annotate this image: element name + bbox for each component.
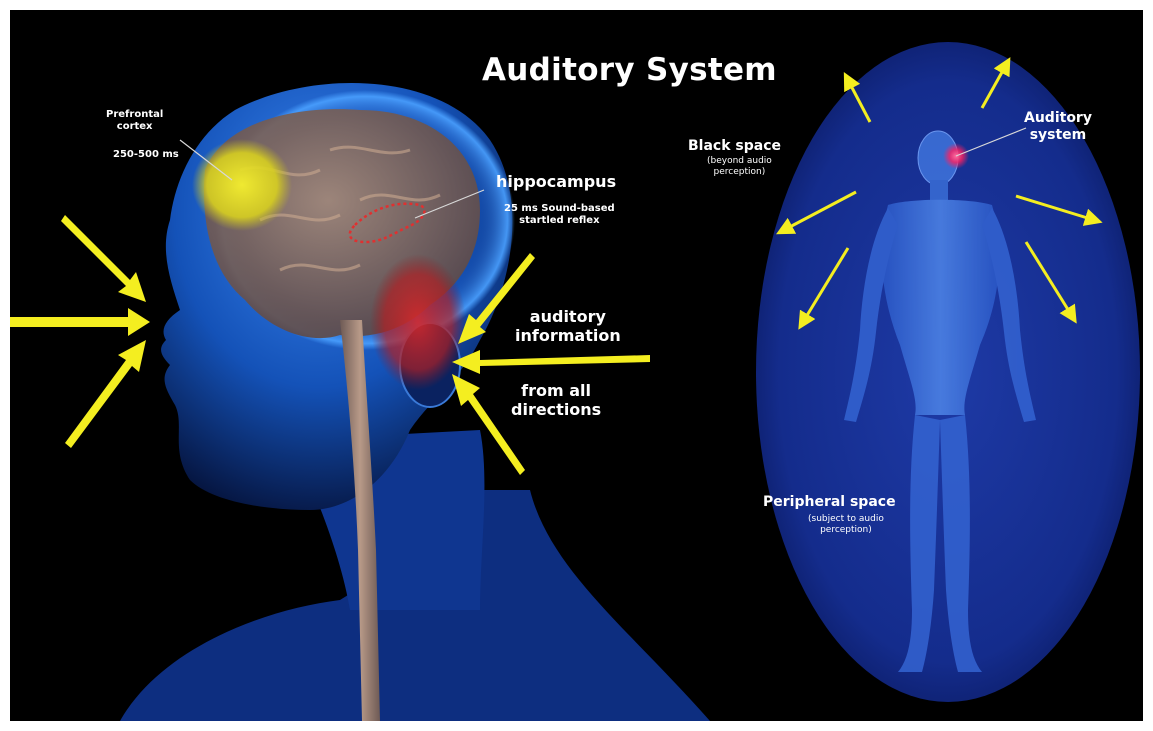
auditory-information-label: auditory information: [515, 307, 621, 345]
figure-title: Auditory System: [482, 52, 777, 89]
black-space-label: Black space: [688, 138, 781, 155]
incoming-arrows-left: [10, 215, 150, 448]
prefrontal-region: [192, 139, 292, 231]
prefrontal-time: 250-500 ms: [113, 149, 179, 161]
from-all-directions-label: from all directions: [511, 381, 601, 419]
peripheral-space-label: Peripheral space: [763, 494, 896, 511]
auditory-system-figure: Auditory System Prefrontal cortex 250-50…: [10, 10, 1143, 721]
auditory-region: [370, 254, 466, 390]
black-space-description: (beyond audio perception): [707, 156, 772, 178]
hippocampus-description: 25 ms Sound-based startled reflex: [504, 203, 615, 227]
hippocampus-label: hippocampus: [496, 172, 616, 191]
illustration: [10, 10, 1143, 721]
peripheral-space-description: (subject to audio perception): [808, 514, 884, 536]
prefrontal-label: Prefrontal cortex: [106, 109, 163, 133]
auditory-system-label: Auditory system: [1024, 110, 1092, 144]
